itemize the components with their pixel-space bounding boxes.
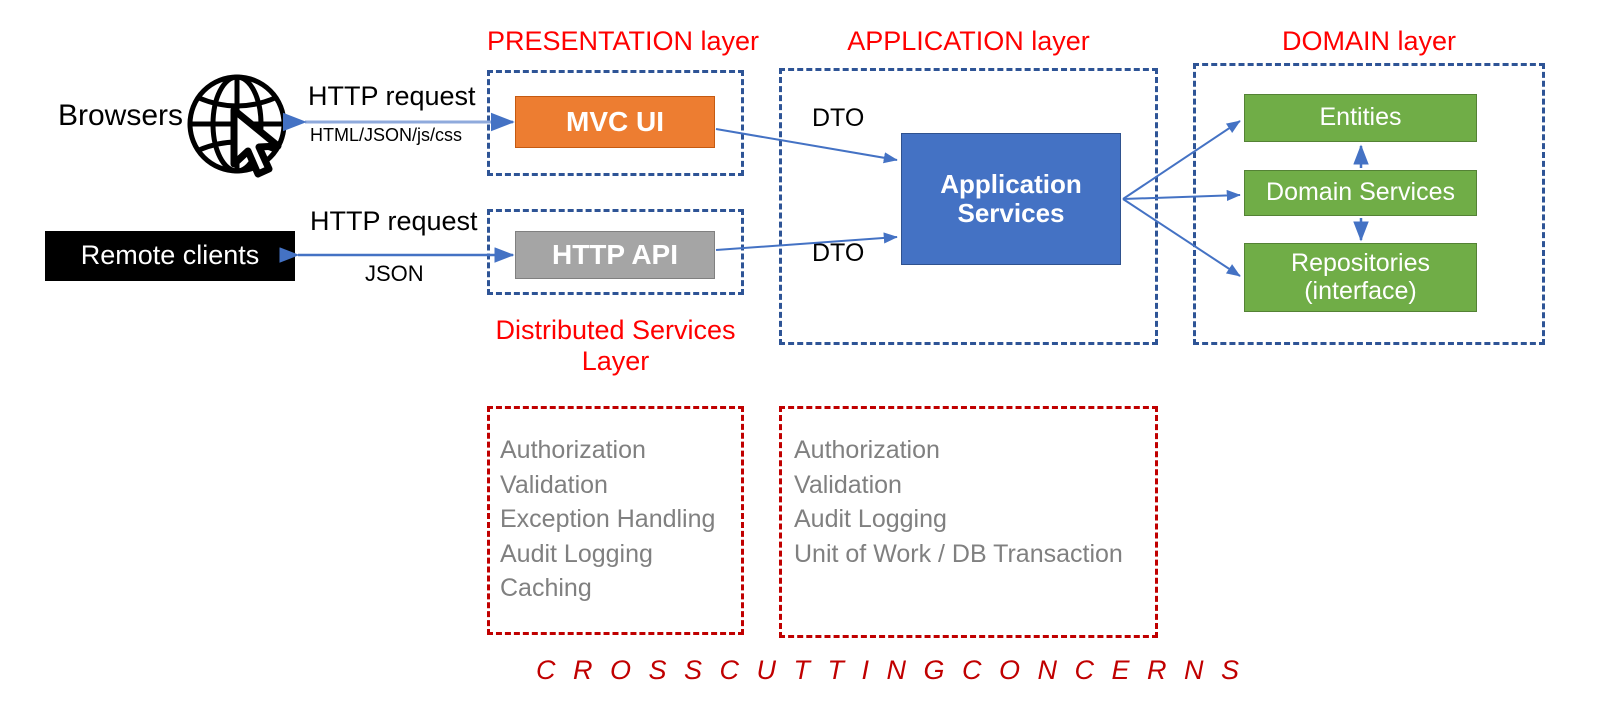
concern-item: Unit of Work / DB Transaction (794, 539, 1123, 568)
concern-item: Audit Logging (500, 539, 653, 568)
concern-item: Authorization (794, 436, 940, 464)
distributed-services-layer-title: Distributed Services Layer (487, 315, 744, 377)
presentation-crosscut-box (487, 406, 744, 635)
application-services-line1: Application (940, 169, 1082, 200)
concern-item: Exception Handling (500, 505, 716, 533)
remote-http-request-label: HTTP request (310, 206, 478, 236)
application-crosscut-box (779, 406, 1158, 638)
distributed-services-line2: Layer (581, 346, 650, 377)
concern-item: Validation (794, 470, 902, 499)
dto-bottom-label: DTO (812, 239, 865, 267)
application-services-line2: Services (957, 198, 1065, 228)
application-layer-title: APPLICATION layer (847, 26, 1090, 56)
mvc-ui-box[interactable]: MVC UI (515, 96, 715, 148)
domain-layer-title: DOMAIN layer (1281, 26, 1457, 56)
mouse-cursor-icon (230, 108, 282, 178)
browser-http-request-label: HTTP request (308, 81, 476, 111)
remote-response-label: JSON (365, 261, 424, 286)
presentation-concerns-list: Authorization Validation Exception Handl… (500, 433, 715, 606)
repositories-line2: (interface) (1304, 276, 1417, 305)
cross-cutting-concerns-footer: C R O S S C U T T I N G C O N C E R N S (536, 655, 1245, 685)
application-concerns-list: Authorization Validation Audit Logging U… (794, 433, 1123, 571)
application-services-box[interactable]: Application Services (901, 133, 1121, 265)
entities-box[interactable]: Entities (1244, 94, 1477, 142)
concern-item: Caching (500, 574, 592, 602)
remote-clients-box: Remote clients (45, 231, 295, 281)
distributed-services-line1: Distributed Services (495, 315, 736, 345)
dto-top-label: DTO (812, 104, 865, 132)
repositories-line1: Repositories (1291, 249, 1430, 277)
domain-services-box[interactable]: Domain Services (1244, 170, 1477, 216)
http-api-box[interactable]: HTTP API (515, 231, 715, 279)
concern-item: Validation (500, 470, 608, 499)
concern-item: Authorization (500, 436, 646, 464)
repositories-box[interactable]: Repositories (interface) (1244, 243, 1477, 312)
concern-item: Audit Logging (794, 505, 947, 533)
presentation-layer-title: PRESENTATION layer (487, 26, 760, 56)
browsers-label: Browsers (58, 99, 184, 132)
browser-response-label: HTML/JSON/js/css (310, 125, 463, 145)
